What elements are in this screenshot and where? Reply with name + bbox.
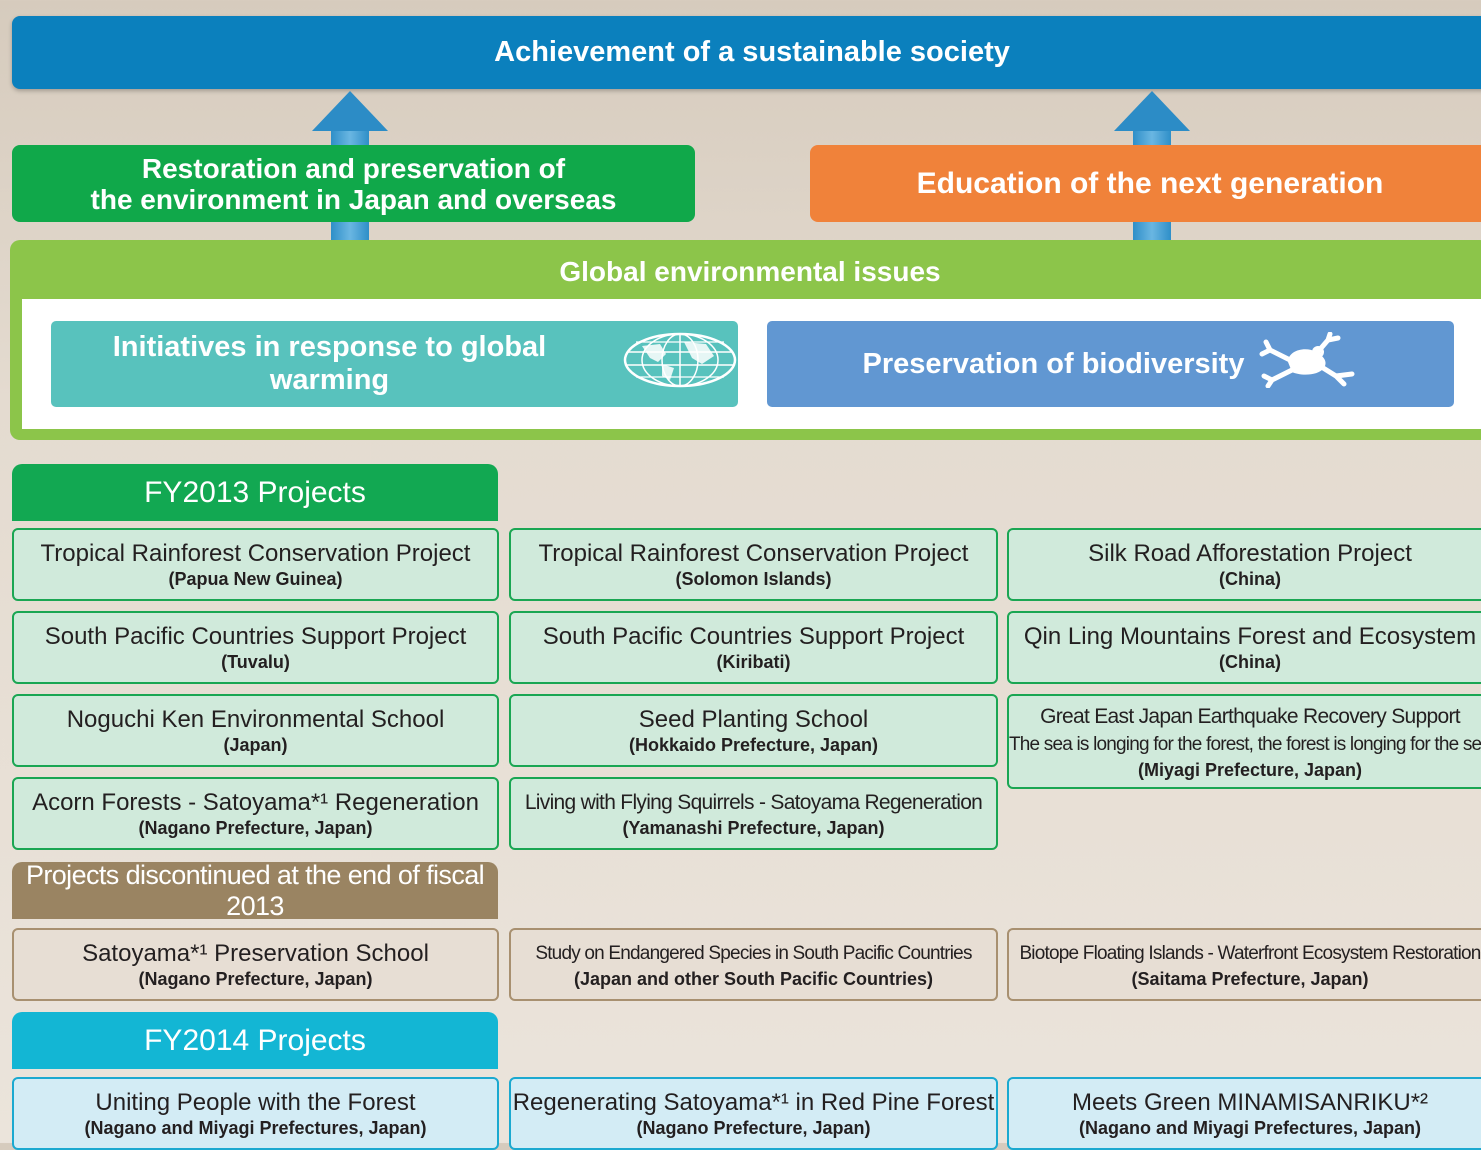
tab-discontinued: Projects discontinued at the end of fisc… — [12, 859, 498, 921]
project-location: (Kiribati) — [716, 651, 791, 672]
project-card: Qin Ling Mountains Forest and Ecosystem … — [1007, 611, 1481, 684]
project-card: Silk Road Afforestation Project (China) — [1007, 528, 1481, 601]
project-location: (Solomon Islands) — [675, 568, 832, 589]
project-location: (Nagano and Miyagi Prefectures, Japan) — [84, 1117, 427, 1138]
project-location: (Yamanashi Prefecture, Japan) — [622, 817, 885, 838]
project-title: South Pacific Countries Support Project — [542, 622, 965, 650]
project-title: Tropical Rainforest Conservation Project — [40, 539, 471, 567]
project-card: Regenerating Satoyama*¹ in Red Pine Fore… — [509, 1077, 998, 1150]
project-title: Tropical Rainforest Conservation Project — [538, 539, 969, 567]
project-card: South Pacific Countries Support Project … — [509, 611, 998, 684]
project-location: (Nagano Prefecture, Japan) — [636, 1117, 871, 1138]
global-warming-box: Initiatives in response to global warmin… — [51, 321, 738, 407]
globe-icon — [622, 332, 738, 396]
project-card: Satoyama*¹ Preservation School (Nagano P… — [12, 928, 499, 1001]
project-card: Biotope Floating Islands - Waterfront Ec… — [1007, 928, 1481, 1001]
tab-discontinued-label: Projects discontinued at the end of fisc… — [25, 859, 485, 921]
project-title: Meets Green MINAMISANRIKU*² — [1071, 1088, 1429, 1116]
project-card: Study on Endangered Species in South Pac… — [509, 928, 998, 1001]
project-card: Tropical Rainforest Conservation Project… — [509, 528, 998, 601]
biodiversity-label: Preservation of biodiversity — [862, 347, 1245, 380]
project-title: Noguchi Ken Environmental School — [66, 705, 445, 733]
biodiversity-box: Preservation of biodiversity — [767, 321, 1454, 407]
global-issues-title: Global environmental issues — [559, 256, 941, 287]
project-location: (Tuvalu) — [221, 651, 290, 672]
project-title: Qin Ling Mountains Forest and Ecosystem — [1023, 622, 1477, 650]
project-card: Uniting People with the Forest (Nagano a… — [12, 1077, 499, 1150]
project-card: Living with Flying Squirrels - Satoyama … — [509, 777, 998, 850]
education-goal-text: Education of the next generation — [916, 166, 1384, 200]
project-location: (Japan and other South Pacific Countries… — [573, 968, 934, 989]
project-location: (Nagano Prefecture, Japan) — [138, 968, 373, 989]
tab-fy2014-label: FY2014 Projects — [144, 1023, 366, 1057]
project-card: South Pacific Countries Support Project … — [12, 611, 499, 684]
project-location: (China) — [1219, 651, 1281, 672]
project-location: (Japan) — [223, 734, 288, 755]
project-title: South Pacific Countries Support Project — [44, 622, 467, 650]
project-title: Uniting People with the Forest — [95, 1088, 416, 1116]
project-title: Biotope Floating Islands - Waterfront Ec… — [1019, 942, 1481, 964]
tab-fy2013: FY2013 Projects — [12, 464, 498, 521]
tab-fy2013-label: FY2013 Projects — [144, 475, 366, 509]
project-title: Great East Japan Earthquake Recovery Sup… — [1040, 704, 1460, 728]
restoration-goal-line1: Restoration and preservation of — [141, 152, 566, 184]
project-subtitle: The sea is longing for the forest, the f… — [1008, 733, 1481, 755]
education-goal-box: Education of the next generation — [810, 145, 1481, 222]
project-title: Satoyama*¹ Preservation School — [82, 939, 429, 967]
left-arrow-up-icon — [312, 91, 388, 131]
project-location: (Saitama Prefecture, Japan) — [1131, 968, 1369, 989]
project-location: (Miyagi Prefecture, Japan) — [1137, 759, 1363, 780]
project-card: Seed Planting School (Hokkaido Prefectur… — [509, 694, 998, 767]
project-location: (Nagano Prefecture, Japan) — [138, 817, 373, 838]
project-title: Seed Planting School — [638, 705, 869, 733]
tab-fy2014: FY2014 Projects — [12, 1012, 498, 1069]
project-location: (Papua New Guinea) — [168, 568, 343, 589]
top-banner-text: Achievement of a sustainable society — [494, 36, 1010, 68]
global-warming-label: Initiatives in response to global warmin… — [112, 331, 547, 396]
project-title: Living with Flying Squirrels - Satoyama … — [524, 790, 983, 814]
top-banner: Achievement of a sustainable society — [12, 16, 1481, 89]
project-card: Acorn Forests - Satoyama*¹ Regeneration … — [12, 777, 499, 850]
project-card: Tropical Rainforest Conservation Project… — [12, 528, 499, 601]
project-title: Regenerating Satoyama*¹ in Red Pine Fore… — [512, 1088, 995, 1116]
project-location: (Nagano and Miyagi Prefectures, Japan) — [1078, 1117, 1422, 1138]
restoration-goal-line2: the environment in Japan and overseas — [90, 183, 617, 215]
project-location: (China) — [1219, 568, 1281, 589]
project-title: Silk Road Afforestation Project — [1088, 539, 1412, 567]
restoration-goal-box: Restoration and preservation of the envi… — [12, 145, 695, 222]
project-location: (Hokkaido Prefecture, Japan) — [628, 734, 879, 755]
project-title: Study on Endangered Species in South Pac… — [535, 942, 972, 964]
right-arrow-up-icon — [1114, 91, 1190, 131]
project-card: Meets Green MINAMISANRIKU*² (Nagano and … — [1007, 1077, 1481, 1150]
project-card: Noguchi Ken Environmental School (Japan) — [12, 694, 499, 767]
project-title: Acorn Forests - Satoyama*¹ Regeneration — [32, 788, 479, 816]
frog-icon — [1258, 331, 1358, 396]
project-card: Great East Japan Earthquake Recovery Sup… — [1007, 694, 1481, 789]
